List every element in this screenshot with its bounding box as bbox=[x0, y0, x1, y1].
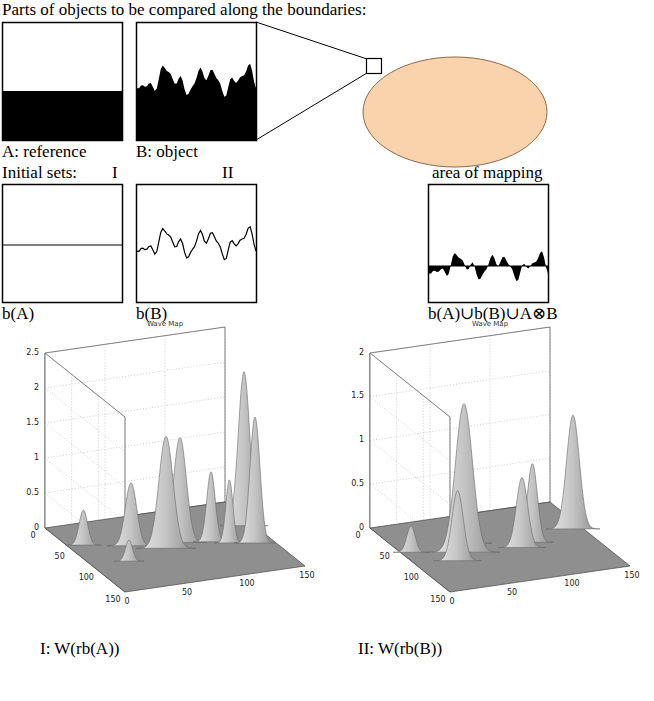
boundary-curve bbox=[137, 227, 256, 260]
axis-tick: 100 bbox=[79, 574, 94, 583]
object-region bbox=[137, 64, 256, 140]
wave-peak bbox=[214, 480, 244, 543]
plot-title: Wave Map bbox=[147, 321, 183, 329]
caption-label: A: reference bbox=[2, 143, 86, 162]
axis-tick: 2 bbox=[34, 384, 39, 393]
grid-line bbox=[490, 336, 491, 511]
caption-label: B: object bbox=[136, 143, 198, 162]
floor bbox=[370, 502, 630, 592]
reference-region bbox=[3, 91, 122, 140]
caption-label: I bbox=[112, 164, 118, 183]
grid-line bbox=[45, 423, 125, 487]
axis-tick: 100 bbox=[404, 574, 419, 583]
axis-tick: 150 bbox=[624, 572, 639, 581]
axis-tick: 2 bbox=[359, 349, 364, 358]
axis-tick: 1.5 bbox=[351, 392, 364, 401]
grid-line bbox=[45, 467, 225, 493]
grid-line bbox=[370, 371, 550, 397]
axis-tick: 50 bbox=[380, 553, 390, 562]
wave-peak bbox=[546, 415, 600, 529]
object-ellipse bbox=[363, 57, 547, 167]
mapping-line bbox=[429, 265, 548, 266]
caption-label: Initial sets: bbox=[2, 164, 77, 183]
axis-tick: 100 bbox=[564, 580, 579, 589]
object-frame bbox=[137, 23, 257, 141]
zoom-square bbox=[367, 59, 382, 74]
axis-tick: 0 bbox=[449, 598, 454, 607]
axis-tick: 0 bbox=[124, 598, 129, 607]
boundary-line bbox=[3, 244, 122, 245]
grid-line bbox=[45, 327, 225, 353]
axis-tick: 2.5 bbox=[26, 349, 39, 358]
axis-tick: 150 bbox=[430, 596, 445, 605]
zoom-line bbox=[256, 22, 367, 59]
wave-peak bbox=[136, 436, 196, 548]
axis-tick: 150 bbox=[299, 572, 314, 581]
grid-line bbox=[430, 344, 431, 519]
wave-peak bbox=[107, 483, 155, 546]
boundary-frame bbox=[137, 185, 257, 303]
axis-tick: 0 bbox=[355, 532, 360, 541]
caption-label: area of mapping bbox=[432, 164, 542, 183]
grid-line bbox=[225, 327, 226, 502]
axis-tick: 0.5 bbox=[351, 480, 364, 489]
caption-label: I: W(rb(A)) bbox=[40, 640, 119, 659]
grid-line bbox=[45, 432, 225, 458]
plot-title: Wave Map bbox=[472, 321, 508, 329]
grid-line bbox=[370, 397, 450, 461]
grid-line bbox=[550, 327, 551, 502]
grid-line bbox=[396, 374, 397, 549]
mapping-area bbox=[429, 251, 548, 281]
caption-label: b(A) bbox=[2, 305, 34, 324]
axis-tick: 50 bbox=[182, 589, 192, 598]
reference-frame bbox=[3, 23, 123, 141]
grid-line bbox=[370, 353, 450, 417]
grid-line bbox=[45, 362, 225, 388]
axis-tick: 100 bbox=[239, 580, 254, 589]
axis-tick: 1 bbox=[359, 436, 364, 445]
axis-tick: 1.5 bbox=[26, 419, 39, 428]
wave-peak bbox=[498, 478, 546, 548]
caption-label: Parts of objects to be compared along th… bbox=[2, 1, 366, 20]
grid-line bbox=[45, 397, 225, 423]
grid-line bbox=[370, 327, 550, 353]
boundary-frame bbox=[3, 185, 123, 303]
axis-tick: 150 bbox=[105, 596, 120, 605]
wave-peak bbox=[114, 540, 144, 561]
caption-label: II: W(rb(B)) bbox=[358, 640, 442, 659]
axis-tick: 0.5 bbox=[26, 489, 39, 498]
axis-tick: 0 bbox=[30, 532, 35, 541]
wave-peak bbox=[434, 491, 482, 561]
wave-peak bbox=[234, 417, 276, 543]
grid-line bbox=[71, 374, 72, 549]
grid-line bbox=[45, 388, 125, 452]
wave-peak bbox=[65, 510, 101, 545]
axis-tick: 50 bbox=[55, 553, 65, 562]
wave-peak bbox=[393, 526, 429, 552]
zoom-line bbox=[256, 73, 367, 140]
grid-line bbox=[370, 441, 450, 505]
grid-line bbox=[45, 353, 125, 417]
mapping-frame bbox=[429, 185, 549, 303]
axis-tick: 50 bbox=[507, 589, 517, 598]
grid-line bbox=[105, 344, 106, 519]
axis-tick: 1 bbox=[34, 454, 39, 463]
caption-label: II bbox=[222, 164, 233, 183]
